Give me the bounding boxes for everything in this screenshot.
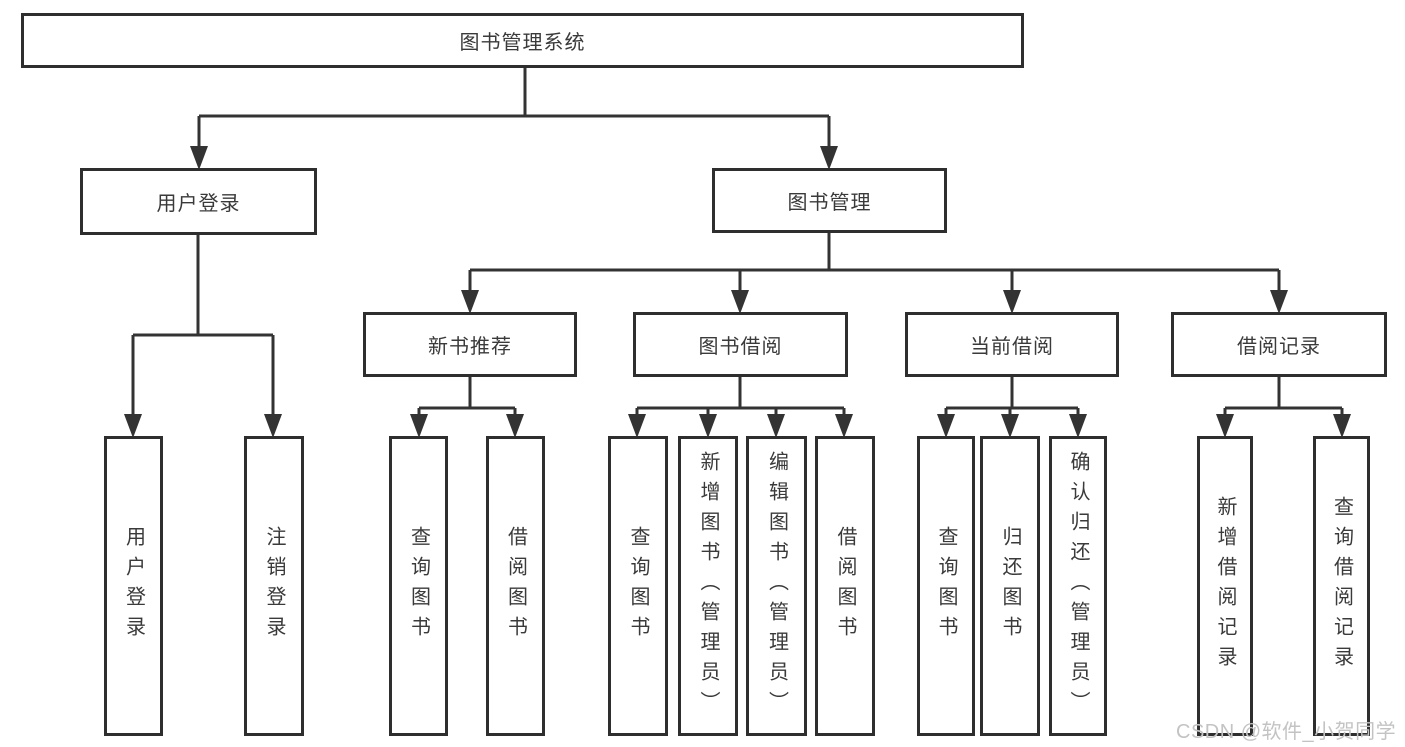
node-book-borrowing: 图书借阅: [633, 312, 848, 377]
connector-borrowing-records-to-leaves: [1223, 375, 1344, 422]
connector-root-to-level2: [197, 66, 831, 152]
arrowhead-book-borrowing: [731, 290, 749, 314]
arrowhead-leaf-query-books-3: [937, 414, 955, 438]
connector-new-book-recommend-to-leaves: [417, 375, 517, 422]
arrowhead-borrowing-records: [1270, 290, 1288, 314]
leaf-return-book: 归还图书: [980, 436, 1040, 736]
leaf-user-login: 用户登录: [104, 436, 163, 736]
leaf-label: 借阅图书: [834, 526, 856, 646]
arrowhead-leaf-query-books-1: [410, 414, 428, 438]
arrowhead-leaf-query-books-2: [628, 414, 646, 438]
csdn-watermark: CSDN @软件_小贺同学: [1176, 721, 1397, 743]
leaf-label: 用户登录: [122, 526, 145, 646]
connector-line-group: [131, 66, 1344, 422]
node-user-login: 用户登录: [80, 168, 317, 235]
leaf-borrow-books-1: 借阅图书: [486, 436, 545, 736]
leaf-label: 新增图书（管理员）: [697, 451, 719, 721]
arrowhead-leaf-confirm-return: [1069, 414, 1087, 438]
connector-book-management-to-level3: [468, 231, 1281, 296]
leaf-label: 查询借阅记录: [1330, 496, 1353, 676]
arrowhead-leaf-add-book: [699, 414, 717, 438]
arrowhead-new-book-recommend: [461, 290, 479, 314]
arrowhead-leaf-logout: [264, 414, 282, 438]
leaf-query-borrow-record: 查询借阅记录: [1313, 436, 1370, 736]
leaf-confirm-return-admin: 确认归还（管理员）: [1049, 436, 1107, 736]
arrowhead-leaf-edit-book: [767, 414, 785, 438]
arrowhead-current-borrowing: [1003, 290, 1021, 314]
arrowhead-leaf-query-record: [1333, 414, 1351, 438]
connector-book-borrowing-to-leaves: [635, 375, 846, 422]
arrowhead-group: [124, 146, 1351, 438]
leaf-label: 查询图书: [407, 526, 430, 646]
leaf-logout: 注销登录: [244, 436, 304, 736]
node-new-book-recommend: 新书推荐: [363, 312, 577, 377]
node-book-management: 图书管理: [712, 168, 947, 233]
connector-user-login-to-leaves: [131, 233, 275, 420]
leaf-label: 查询图书: [627, 526, 649, 646]
leaf-label: 注销登录: [263, 526, 285, 646]
node-borrowing-records: 借阅记录: [1171, 312, 1387, 377]
leaf-label: 借阅图书: [504, 526, 527, 646]
leaf-query-books-2: 查询图书: [608, 436, 668, 736]
leaf-query-books-3: 查询图书: [917, 436, 975, 736]
arrowhead-leaf-user-login: [124, 414, 142, 438]
leaf-add-borrow-record: 新增借阅记录: [1197, 436, 1253, 736]
leaf-query-books-1: 查询图书: [389, 436, 448, 736]
node-current-borrowing: 当前借阅: [905, 312, 1119, 377]
arrowhead-leaf-borrow-books-1: [506, 414, 524, 438]
arrowhead-user-login: [190, 146, 208, 170]
leaf-label: 编辑图书（管理员）: [765, 451, 788, 721]
leaf-label: 查询图书: [935, 526, 957, 646]
arrowhead-book-management: [820, 146, 838, 170]
node-library-management-system: 图书管理系统: [21, 13, 1024, 68]
leaf-borrow-books-2: 借阅图书: [815, 436, 875, 736]
leaf-label: 归还图书: [999, 526, 1021, 646]
arrowhead-leaf-borrow-books-2: [835, 414, 853, 438]
arrowhead-leaf-add-record: [1216, 414, 1234, 438]
arrowhead-leaf-return-book: [1001, 414, 1019, 438]
leaf-label: 确认归还（管理员）: [1067, 451, 1089, 721]
leaf-edit-book-admin: 编辑图书（管理员）: [746, 436, 807, 736]
leaf-label: 新增借阅记录: [1214, 496, 1236, 676]
leaf-add-book-admin: 新增图书（管理员）: [678, 436, 738, 736]
